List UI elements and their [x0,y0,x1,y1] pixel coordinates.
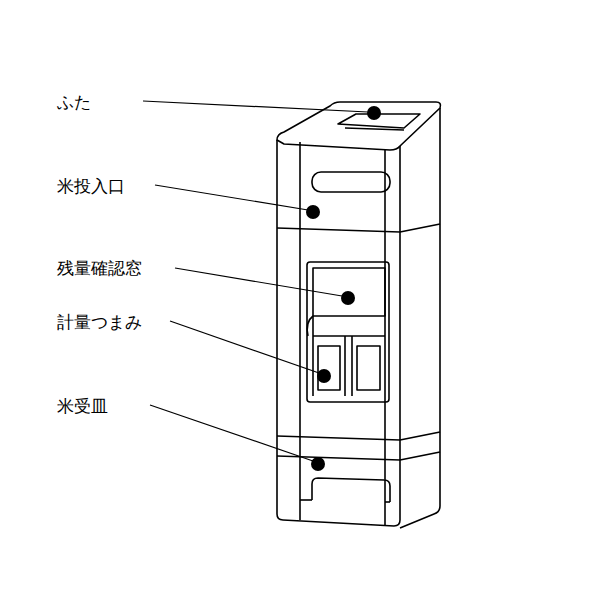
part-label: 米受皿 [56,396,109,416]
part-label: 残量確認窓 [56,258,143,278]
part-label: 計量つまみ [56,312,143,332]
part-label: 米投入口 [56,176,126,196]
part-label: ふた [56,92,92,112]
